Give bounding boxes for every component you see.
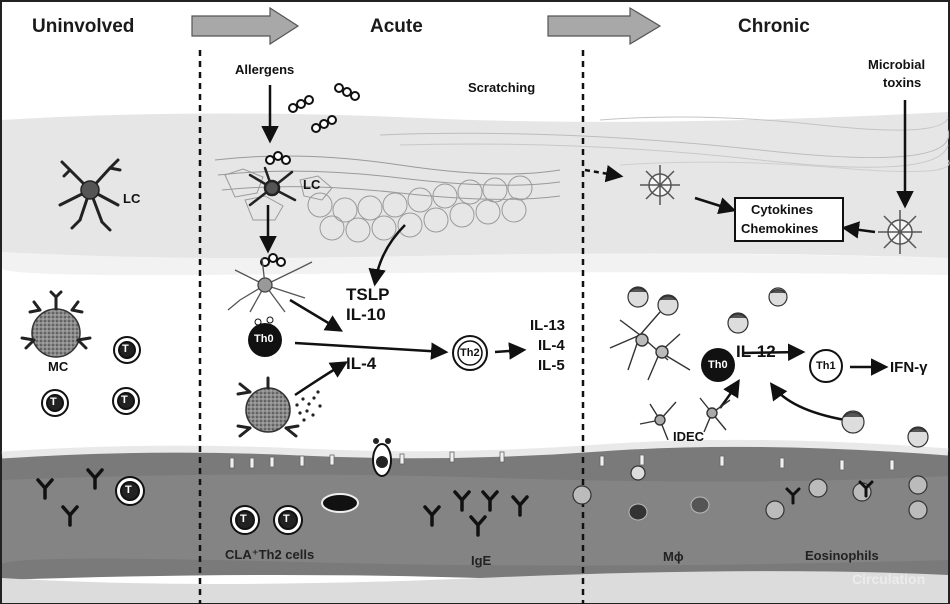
microbe-starburst-2 [878, 210, 922, 254]
label-toxins: toxins [883, 76, 921, 89]
header-acute: Acute [370, 17, 423, 36]
label-il12: IL-12 [736, 343, 776, 360]
mast-cell-uninvolved [22, 292, 90, 357]
label-ige: IgE [471, 554, 491, 567]
label-microbial: Microbial [868, 58, 925, 71]
label-tslp: TSLP [346, 286, 389, 303]
label-macrophage: Mϕ [663, 550, 684, 563]
microbe-starburst-1 [640, 165, 680, 205]
label-circulation: Circulation [852, 572, 925, 586]
label-th1: Th1 [816, 361, 836, 372]
label-il5: IL-5 [538, 358, 565, 373]
label-mc: MC [48, 360, 68, 373]
label-t-cell-2: T [50, 397, 57, 408]
label-il10: IL-10 [346, 306, 386, 323]
progression-arrow-1 [192, 8, 298, 44]
label-ifn-gamma: IFN-γ [890, 360, 928, 375]
label-idec: IDEC [673, 430, 704, 443]
label-chemokines: Chemokines [741, 222, 818, 235]
transmigrating-cell [373, 438, 391, 476]
label-eosinophils: Eosinophils [805, 549, 879, 562]
label-lc-uninvolved: LC [123, 192, 140, 205]
label-lc-acute: LC [303, 178, 320, 191]
label-allergens: Allergens [235, 63, 294, 76]
label-t-cell-4: T [125, 485, 132, 496]
label-t-cell-1: T [122, 344, 129, 355]
label-il4-out: IL-4 [538, 338, 565, 353]
label-scratching: Scratching [468, 81, 535, 94]
label-cytokines: Cytokines [751, 203, 813, 216]
vessel-cell-acute [322, 494, 358, 512]
progression-arrow-2 [548, 8, 660, 44]
label-il13: IL-13 [530, 318, 565, 333]
label-th2: Th2 [460, 348, 480, 359]
epidermis-layer [2, 112, 949, 275]
label-t-cell-5: T [240, 514, 247, 525]
label-il4: IL-4 [346, 355, 376, 372]
header-chronic: Chronic [738, 17, 810, 36]
label-t-cell-3: T [121, 395, 128, 406]
label-th0-acute: Th0 [254, 334, 274, 345]
label-th0-chronic: Th0 [708, 360, 728, 371]
label-cla-th2: CLA⁺Th2 cells [225, 548, 314, 561]
header-uninvolved: Uninvolved [32, 17, 134, 36]
label-t-cell-6: T [283, 514, 290, 525]
